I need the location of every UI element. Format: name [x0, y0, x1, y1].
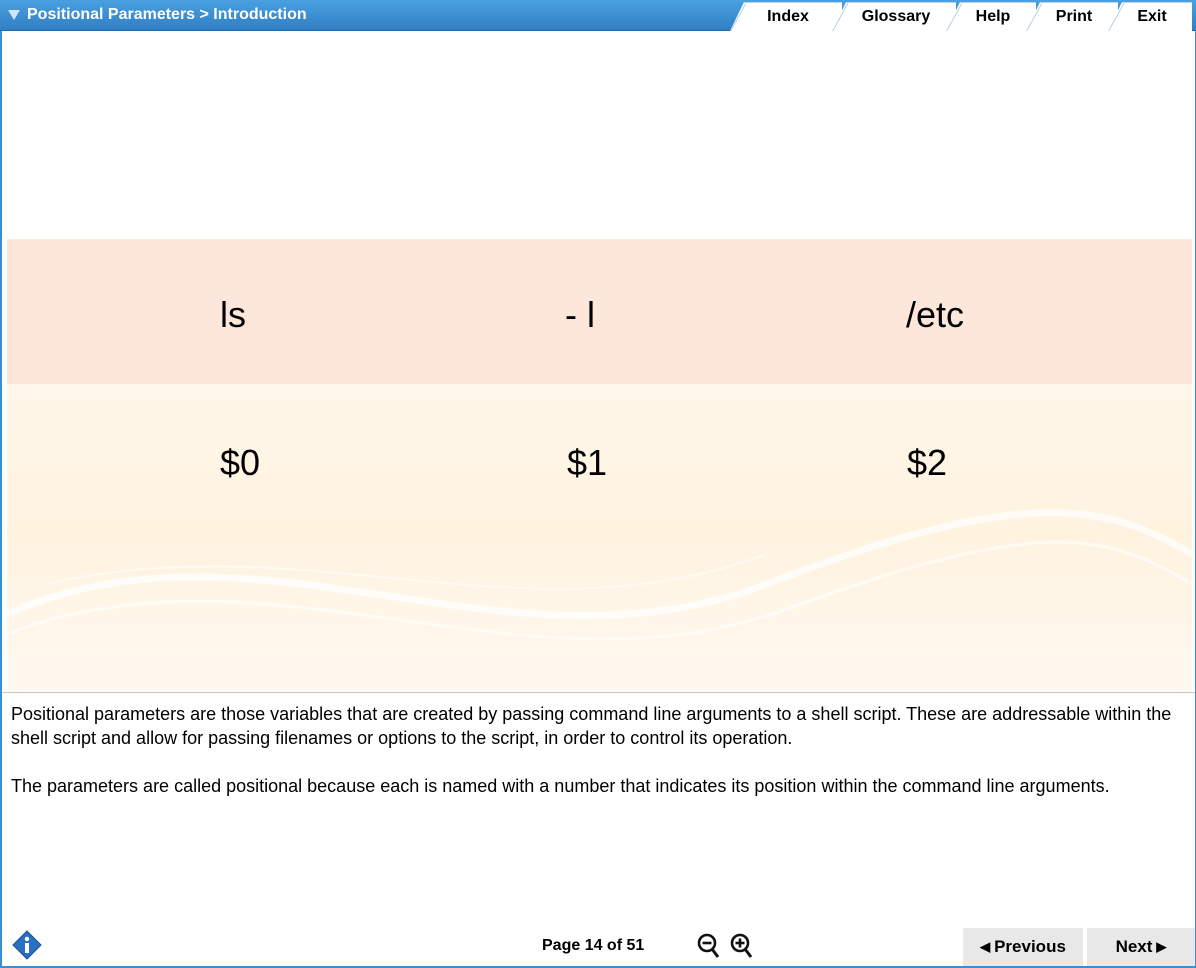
- tab-help[interactable]: Help: [946, 2, 1036, 31]
- parameter-1: $1: [567, 442, 608, 483]
- divider: [2, 692, 1195, 693]
- top-tabs: Index Glossary Help Print Exit: [730, 2, 1192, 31]
- breadcrumb[interactable]: Positional Parameters > Introduction: [8, 6, 307, 24]
- breadcrumb-text: Positional Parameters > Introduction: [27, 6, 307, 23]
- command-word: ls: [220, 294, 246, 335]
- tab-glossary[interactable]: Glossary: [832, 2, 956, 31]
- title-bar: Positional Parameters > Introduction Ind…: [0, 0, 1196, 31]
- footer-bar: Page 14 of 51 ◀ Previous Next ▶: [2, 926, 1195, 966]
- arrow-left-icon: ◀: [980, 939, 991, 954]
- zoom-in-icon[interactable]: [729, 932, 755, 960]
- parameter-2: $2: [907, 442, 948, 483]
- decorative-swoosh: [7, 509, 1192, 641]
- command-option: - l: [565, 294, 595, 335]
- command-argument: /etc: [906, 294, 965, 335]
- slide-area: ls - l /etc $0 $1 $2: [2, 32, 1195, 692]
- zoom-out-icon[interactable]: [696, 932, 722, 960]
- page-indicator: Page 14 of 51: [542, 937, 645, 954]
- command-row-band: [7, 239, 1192, 384]
- paragraph: Positional parameters are those variable…: [11, 704, 1172, 748]
- info-icon[interactable]: [12, 930, 42, 960]
- paragraph: The parameters are called positional bec…: [11, 776, 1110, 796]
- parameter-0: $0: [220, 442, 261, 483]
- tab-index[interactable]: Index: [730, 2, 842, 31]
- tab-print[interactable]: Print: [1026, 2, 1118, 31]
- next-button[interactable]: Next ▶: [1087, 928, 1195, 966]
- arrow-right-icon: ▶: [1156, 939, 1167, 954]
- tab-exit[interactable]: Exit: [1108, 2, 1192, 31]
- previous-button[interactable]: ◀ Previous: [963, 928, 1083, 966]
- collapse-triangle-icon[interactable]: [8, 10, 20, 20]
- next-label: Next: [1115, 937, 1153, 956]
- description-text: Positional parameters are those variable…: [11, 702, 1181, 822]
- previous-label: Previous: [994, 937, 1066, 956]
